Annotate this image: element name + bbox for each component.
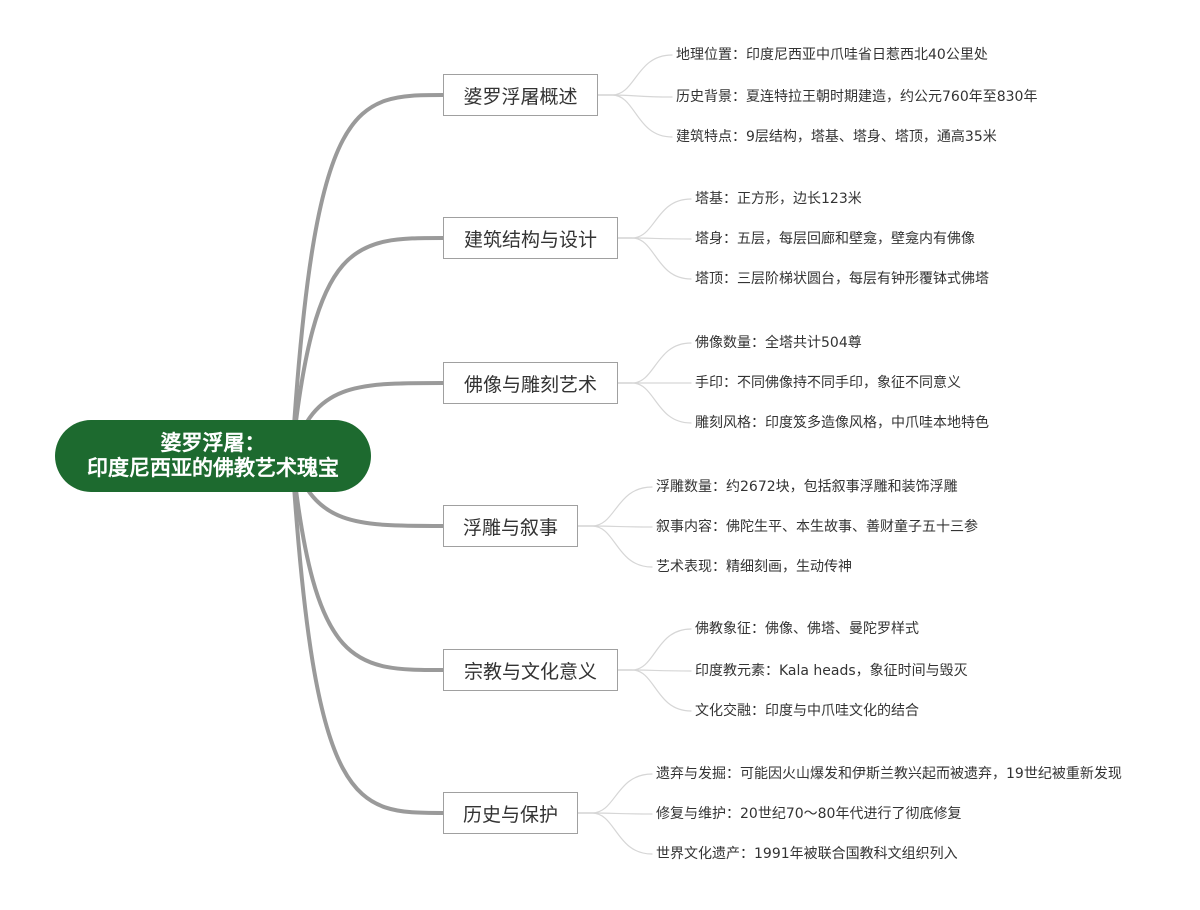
branch-religion-culture[interactable]: 宗教与文化意义 (443, 649, 618, 691)
branch-structure-design[interactable]: 建筑结构与设计 (443, 217, 618, 259)
leaf-architecture-features[interactable]: 建筑特点：9层结构，塔基、塔身、塔顶，通高35米 (676, 129, 997, 145)
branch-overview[interactable]: 婆罗浮屠概述 (443, 74, 598, 116)
leaf-buddhist-symbols[interactable]: 佛教象征：佛像、佛塔、曼陀罗样式 (695, 621, 919, 637)
leaf-connector (577, 525, 653, 568)
leaf-connector (597, 54, 673, 96)
leaf-narrative-content[interactable]: 叙事内容：佛陀生平、本生故事、善财童子五十三参 (656, 519, 978, 535)
leaf-artistic-expression[interactable]: 艺术表现：精细刻画，生动传神 (656, 559, 852, 575)
branch-label: 浮雕与叙事 (462, 516, 558, 539)
branch-history-protection[interactable]: 历史与保护 (443, 792, 578, 834)
leaf-connector (617, 342, 692, 384)
leaf-mudra[interactable]: 手印：不同佛像持不同手印，象征不同意义 (695, 375, 961, 391)
leaf-connector (597, 94, 673, 138)
branch-label: 宗教与文化意义 (463, 660, 597, 683)
leaf-cultural-fusion[interactable]: 文化交融：印度与中爪哇文化的结合 (695, 703, 919, 719)
branch-label: 历史与保护 (462, 803, 558, 826)
branch-buddha-sculpture[interactable]: 佛像与雕刻艺术 (443, 362, 618, 404)
root-topic-line-2: 印度尼西亚的佛教艺术瑰宝 (87, 456, 339, 480)
leaf-connector (617, 237, 692, 280)
leaf-base[interactable]: 塔基：正方形，边长123米 (695, 191, 862, 207)
leaf-abandonment-discovery[interactable]: 遗弃与发掘：可能因火山爆发和伊斯兰教兴起而被遗弃，19世纪被重新发现 (656, 766, 1122, 782)
leaf-connector (577, 812, 653, 855)
root-topic[interactable]: 婆罗浮屠： 印度尼西亚的佛教艺术瑰宝 (55, 420, 371, 492)
leaf-relief-count[interactable]: 浮雕数量：约2672块，包括叙事浮雕和装饰浮雕 (656, 479, 958, 495)
leaf-location[interactable]: 地理位置：印度尼西亚中爪哇省日惹西北40公里处 (676, 47, 988, 63)
leaf-top[interactable]: 塔顶：三层阶梯状圆台，每层有钟形覆钵式佛塔 (695, 271, 989, 287)
leaf-connector (617, 628, 692, 671)
leaf-connector (577, 486, 653, 527)
root-topic-line-1: 婆罗浮屠： (160, 431, 266, 455)
leaf-carving-style[interactable]: 雕刻风格：印度笈多造像风格，中爪哇本地特色 (695, 415, 989, 431)
main-connector (290, 454, 445, 672)
leaf-connector (617, 382, 692, 424)
branch-reliefs-narrative[interactable]: 浮雕与叙事 (443, 505, 578, 547)
leaf-buddha-count[interactable]: 佛像数量：全塔共计504尊 (695, 335, 862, 351)
main-connector (290, 454, 445, 815)
leaf-restoration[interactable]: 修复与维护：20世纪70～80年代进行了彻底修复 (656, 806, 962, 822)
leaf-body[interactable]: 塔身：五层，每层回廊和壁龛，壁龛内有佛像 (695, 231, 975, 247)
leaf-connector (617, 669, 692, 712)
main-connector (290, 93, 445, 458)
main-connector (290, 236, 445, 458)
leaf-world-heritage[interactable]: 世界文化遗产：1991年被联合国教科文组织列入 (656, 846, 958, 862)
leaf-hindu-elements[interactable]: 印度教元素：Kala heads，象征时间与毁灭 (695, 663, 968, 679)
branch-label: 建筑结构与设计 (463, 228, 597, 251)
leaf-history-background[interactable]: 历史背景：夏连特拉王朝时期建造，约公元760年至830年 (676, 89, 1038, 105)
leaf-connector (617, 198, 692, 239)
branch-label: 婆罗浮屠概述 (463, 85, 578, 108)
leaf-connector (577, 773, 653, 814)
branch-label: 佛像与雕刻艺术 (463, 373, 597, 396)
